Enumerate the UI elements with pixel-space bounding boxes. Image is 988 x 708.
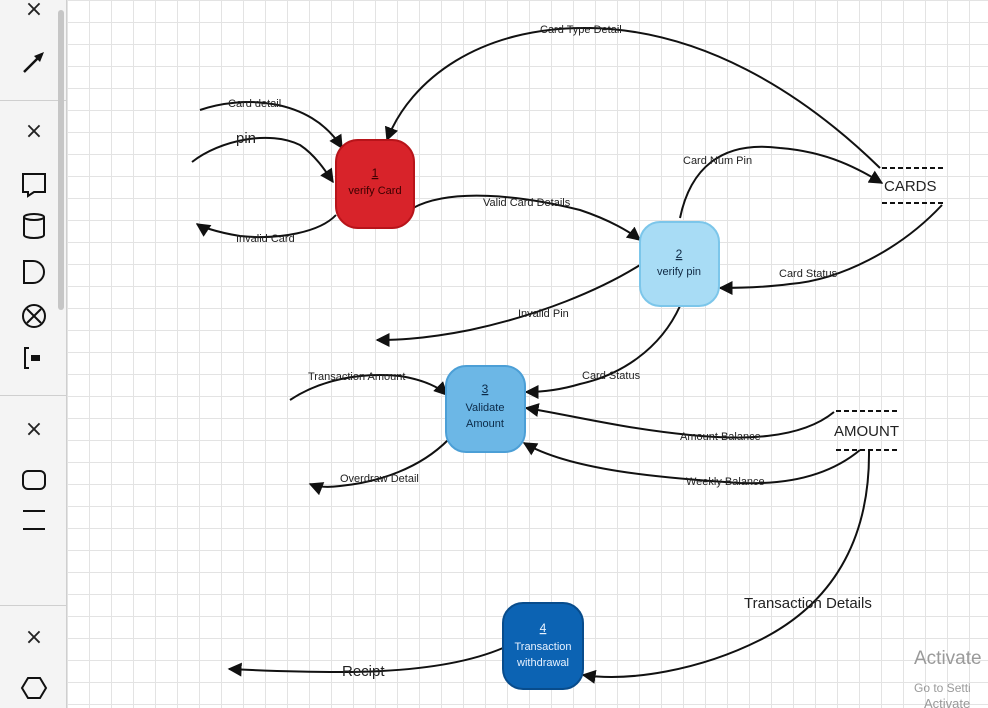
label-card-detail: Card detail [228,98,281,110]
flow-card-status-1[interactable] [718,204,943,295]
sidebar-scrollbar[interactable] [58,10,64,310]
flow-recipt[interactable] [227,647,504,677]
flow-card-detail[interactable] [199,101,343,150]
lines-icon[interactable] [20,506,48,534]
label-recipt: Recipt [342,663,385,680]
label-card-type-detail: Card Type Detail [540,24,622,36]
label-weekly-balance: Weekly Balance [686,476,765,488]
label-transaction-amount: Transaction Amount [308,371,405,383]
process-name-line1: Transaction [514,641,571,653]
label-invalid-card: Invalid Card [236,233,295,245]
close-icon[interactable]: × [24,625,44,650]
flow-pin[interactable] [191,136,334,184]
process-number: 4 [540,621,547,635]
process-verify-pin[interactable]: 2 verify pin [639,221,720,307]
diagram-canvas[interactable] [67,0,988,708]
close-icon[interactable]: × [24,417,44,442]
label-invalid-pin: Invalid Pin [518,308,569,320]
process-number: 3 [482,382,489,396]
flow-transaction-details[interactable] [581,449,871,684]
flow-invalid-card[interactable] [195,214,337,239]
label-card-status-1: Card Status [779,268,838,280]
process-validate-amount[interactable]: 3 Validate Amount [445,365,526,453]
callout-shape-icon[interactable] [20,170,48,198]
store-cards-label: CARDS [884,178,937,195]
process-name: verify pin [657,266,701,278]
flow-card-status-2[interactable] [524,305,681,399]
database-cylinder-icon[interactable] [20,212,48,240]
store-amount-label: AMOUNT [834,423,899,440]
label-transaction-details: Transaction Details [744,595,872,612]
delay-shape-icon[interactable] [20,258,48,286]
flow-invalid-pin[interactable] [375,264,641,347]
process-verify-card[interactable]: 1 verify Card [335,139,415,229]
label-amount-balance: Amount Balance [680,431,761,443]
flow-weekly-balance[interactable] [522,442,861,485]
process-number: 1 [372,166,379,180]
watermark-line1: Activate [914,648,982,669]
label-valid-card-details: Valid Card Details [483,197,571,209]
label-overdraw-detail: Overdraw Detail [340,473,419,485]
watermark-line2: Go to Setti [914,681,971,695]
process-name-line2: Amount [466,418,504,430]
bracket-note-icon[interactable] [20,344,48,372]
store-amount[interactable]: AMOUNT [834,410,900,451]
arrow-connector-icon[interactable] [20,48,48,76]
hexagon-icon[interactable] [20,674,48,702]
store-cards[interactable]: CARDS [882,167,945,204]
process-name: verify Card [348,185,401,197]
watermark-line3: Activate [924,696,971,708]
label-card-status-2: Card Status [582,370,641,382]
sidebar-divider [0,395,66,396]
process-number: 2 [676,247,683,261]
rounded-rect-icon[interactable] [20,466,48,494]
close-icon[interactable]: × [24,119,44,144]
close-icon[interactable]: × [24,0,44,22]
process-name-line2: withdrawal [516,657,569,669]
flow-transaction-amount[interactable] [289,374,448,401]
sidebar-divider [0,100,66,101]
sidebar-divider [0,605,66,606]
label-pin: pin [236,130,256,147]
label-card-num-pin: Card Num Pin [683,155,752,167]
flow-amount-balance[interactable] [524,403,835,439]
flow-overdraw-detail[interactable] [308,439,449,496]
flow-card-num-pin[interactable] [679,145,884,219]
flow-valid-card-details[interactable] [412,194,642,241]
process-transaction-withdrawal[interactable]: 4 Transaction withdrawal [502,602,584,690]
flow-card-type-detail[interactable] [384,26,881,169]
process-name-line1: Validate [466,402,505,414]
shape-sidebar: × × × [0,0,67,708]
circle-x-icon[interactable] [20,302,48,330]
